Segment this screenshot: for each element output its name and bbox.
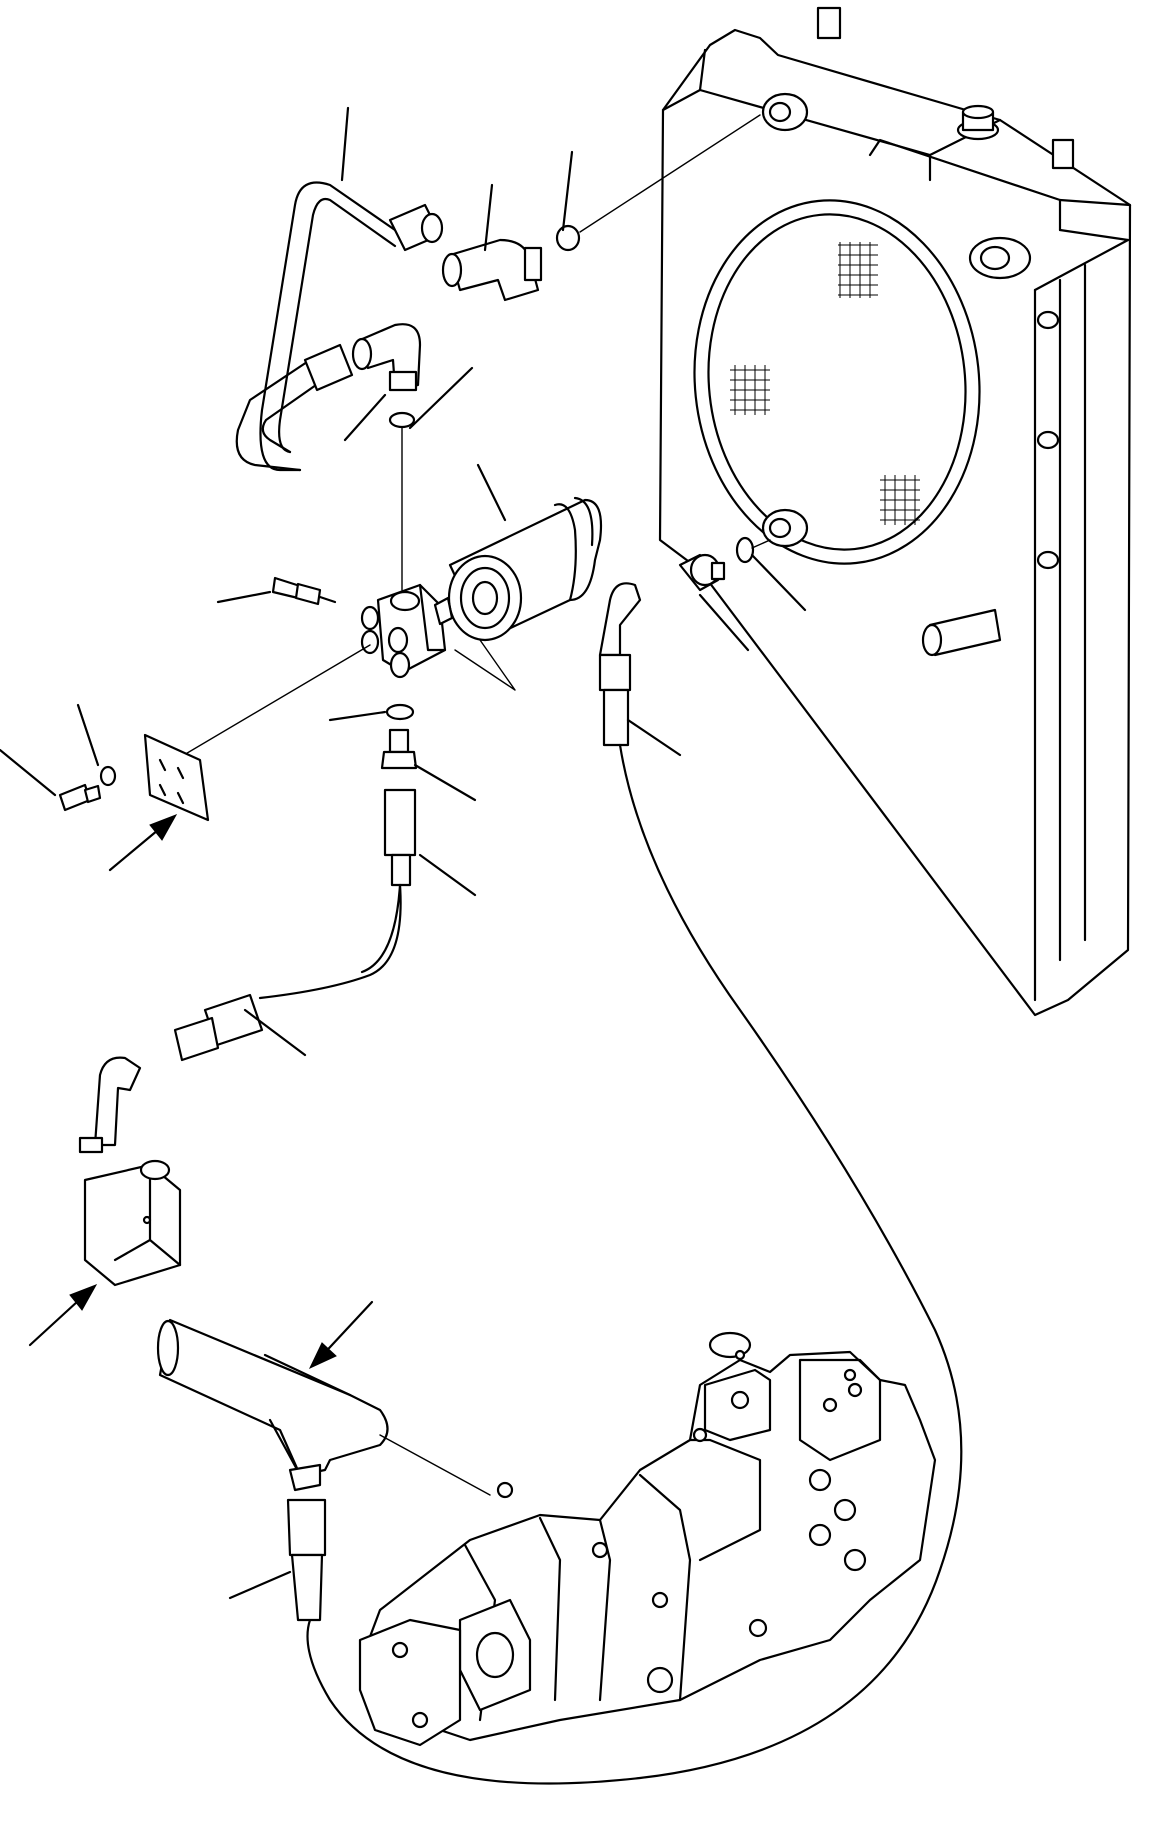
o-ring-middle [388, 411, 416, 429]
hydraulic-pump-assembly [358, 1331, 937, 1747]
callout-c8 [328, 710, 387, 722]
adapter-radiator-outlet [678, 553, 726, 592]
elbow-fitting-middle [351, 323, 422, 392]
callout-c4 [343, 393, 387, 442]
leader-line-filter [454, 639, 516, 691]
pump-supply-tee [156, 1318, 389, 1492]
filter-head [360, 583, 454, 679]
callout-c6 [476, 463, 507, 522]
callout-c10 [418, 853, 477, 897]
elbow-valve-fitting [78, 1056, 142, 1154]
callout-c7 [216, 590, 272, 604]
bolt [58, 783, 102, 812]
callout-c1 [340, 106, 350, 182]
o-ring-upper [555, 224, 581, 252]
callout-c11 [76, 703, 100, 767]
callout-c13 [243, 1008, 307, 1057]
callout-c9 [413, 763, 477, 802]
hose-radiator-to-pump [306, 582, 963, 1785]
upper-return-tube [235, 181, 444, 472]
reference-arrows [28, 814, 374, 1370]
callout-c12 [0, 748, 57, 797]
adapter-fitting-lower [380, 728, 418, 770]
o-ring-radiator-outlet [735, 536, 755, 564]
callout-c17 [228, 1570, 292, 1600]
valve-block [83, 1159, 182, 1287]
oil-filter-cartridge [447, 496, 603, 642]
leader-line-tee-to-pump [379, 1434, 491, 1496]
callout-c5 [408, 366, 474, 430]
o-ring-lower [385, 703, 415, 721]
hose-end-left [173, 993, 264, 1062]
hose-end-pump [286, 1498, 327, 1622]
callout-c3 [561, 150, 574, 232]
callout-c2 [483, 183, 494, 252]
washer [99, 765, 117, 787]
leader-radiator-outlet [751, 539, 771, 549]
callout-leaders [0, 106, 807, 1600]
callout-c14 [626, 718, 682, 757]
hose-filter-to-valve [258, 788, 417, 1000]
callout-c16 [750, 553, 807, 612]
elbow-fitting-upper [441, 238, 543, 302]
radiator-oil-cooler [658, 6, 1132, 1017]
leader-line-to-radiator-top [579, 114, 761, 233]
callout-c15 [698, 593, 750, 652]
mounting-plate [143, 733, 210, 822]
pressure-sensor [271, 576, 337, 606]
